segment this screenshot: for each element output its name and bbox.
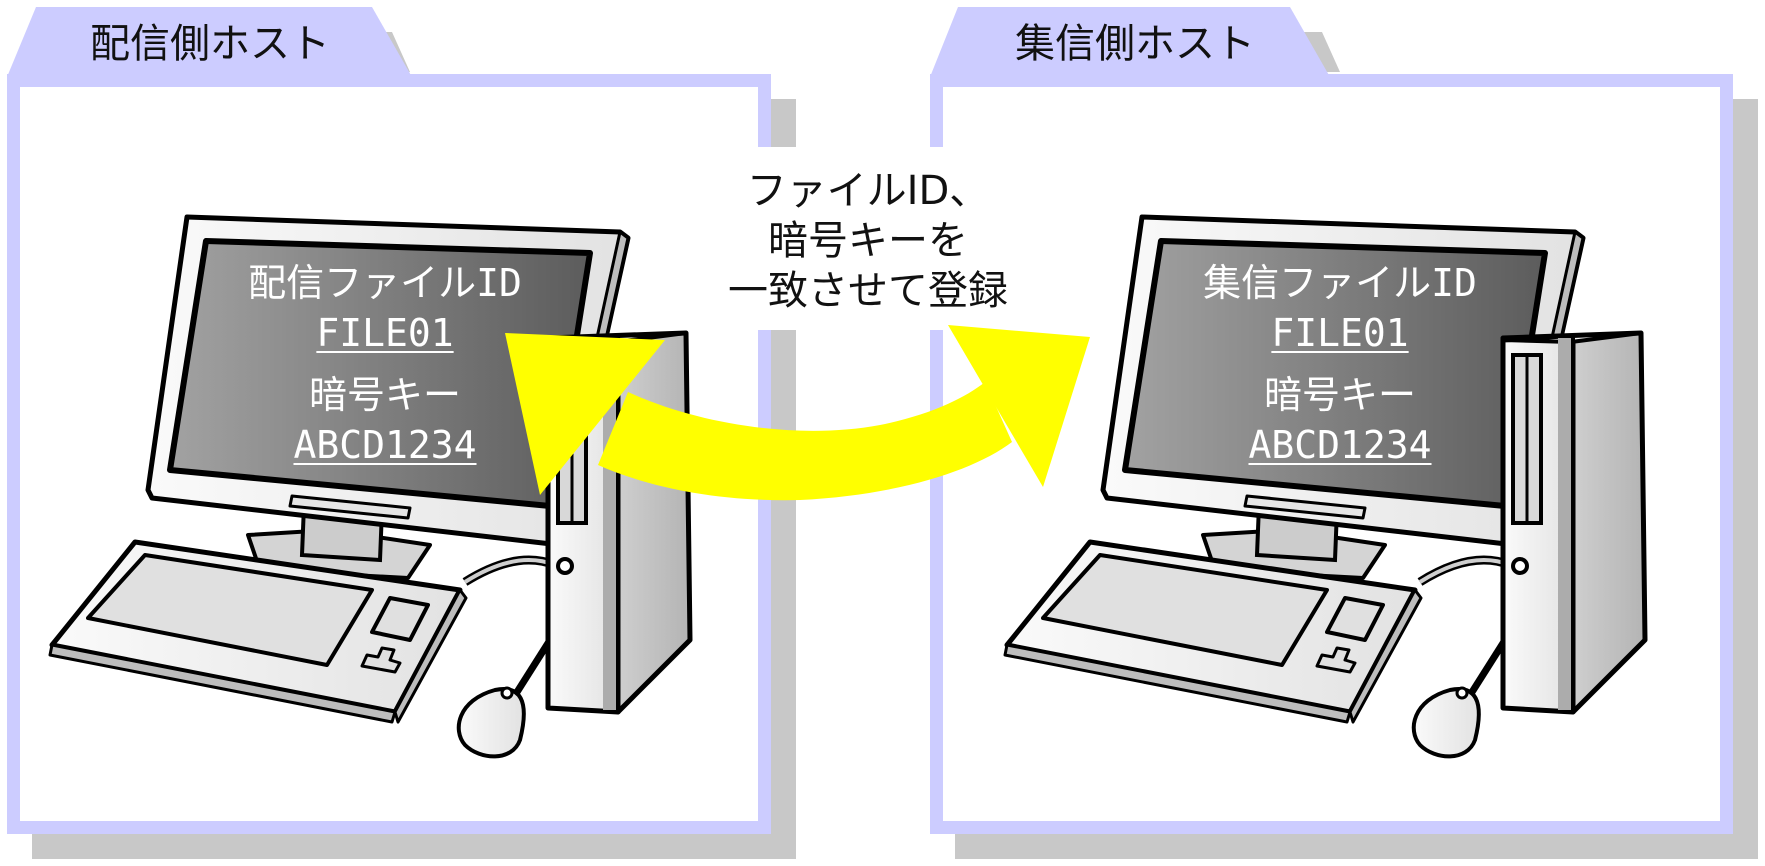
left-host-title: 配信側ホスト [90,21,330,67]
right-file-id-value: FILE01 [1271,311,1409,355]
left-file-id-label: 配信ファイルID [248,261,522,305]
left-file-id-value: FILE01 [316,311,454,355]
right-host-title: 集信側ホスト [1015,21,1255,67]
right-key-value: ABCD1234 [1248,423,1432,467]
center-note: ファイルID、 暗号キーを 一致させて登録 [700,166,1036,316]
left-key-label: 暗号キー [308,373,461,417]
left-key-value: ABCD1234 [293,423,477,467]
bidirectional-curved-arrow-icon [505,325,1090,501]
center-note-line-1: ファイルID、 [746,168,990,214]
center-label-backdrop [712,147,1022,330]
right-file-id-label: 集信ファイルID [1203,261,1477,305]
center-note-line-2: 暗号キーを [768,218,968,264]
right-key-label: 暗号キー [1263,373,1416,417]
center-note-line-3: 一致させて登録 [728,268,1008,314]
left-screen: 配信ファイルID FILE01 暗号キー ABCD1234 [215,264,555,474]
right-screen: 集信ファイルID FILE01 暗号キー ABCD1234 [1170,264,1510,474]
